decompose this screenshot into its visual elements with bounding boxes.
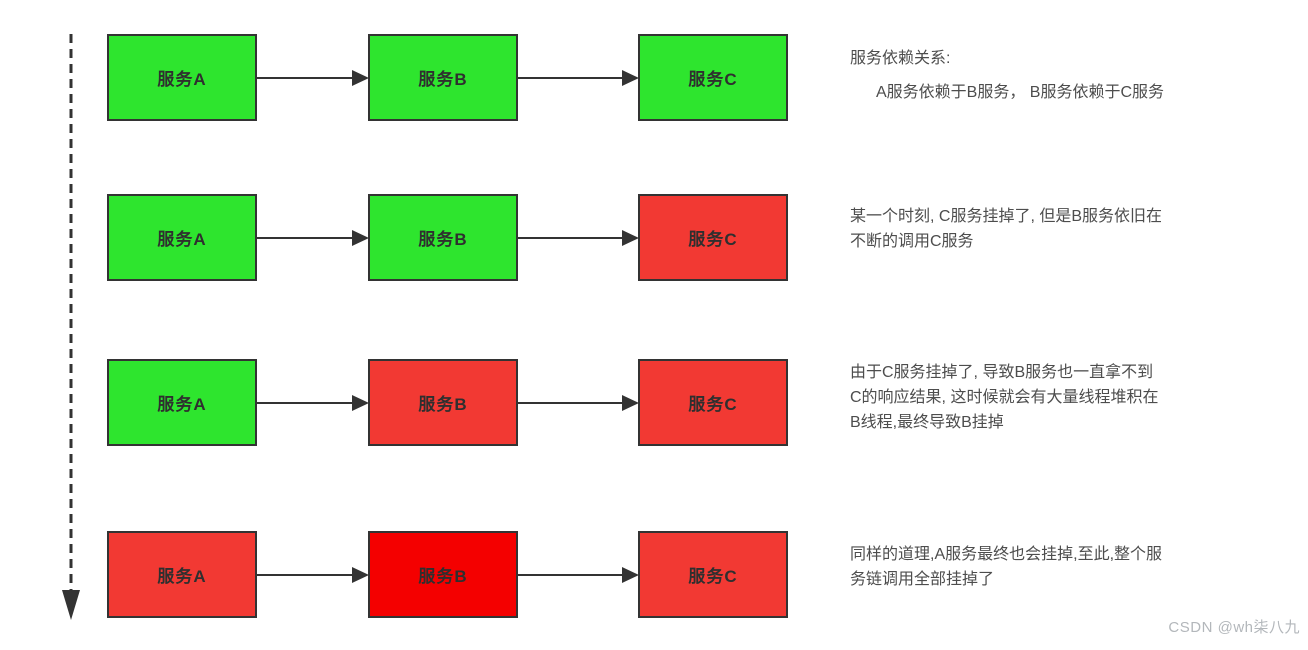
- service-b-box: 服务B: [368, 359, 518, 446]
- service-b-label: 服务B: [418, 567, 468, 586]
- annotation-line: 同样的道理,A服务最终也会挂掉,至此,整个服: [850, 546, 1163, 563]
- annotation-line: B线程,最终导致B挂掉: [850, 414, 1004, 431]
- service-b-box: 服务B: [368, 531, 518, 618]
- service-c-label: 服务C: [688, 567, 738, 586]
- service-b-box: 服务B: [368, 34, 518, 121]
- service-row-2: 服务A 服务B 服务C 某一个时刻, C服务挂掉了, 但是B服务依旧在 不断的调…: [0, 194, 1308, 281]
- timeline-down-arrow-icon: [62, 34, 80, 620]
- service-a-label: 服务A: [157, 395, 207, 414]
- arrow-a-to-b-icon: [257, 194, 369, 281]
- arrow-b-to-c-icon: [517, 531, 639, 618]
- row-annotation: 由于C服务挂掉了, 导致B服务也一直拿不到 C的响应结果, 这时候就会有大量线程…: [850, 360, 1270, 435]
- arrow-a-to-b-icon: [257, 531, 369, 618]
- service-c-label: 服务C: [688, 70, 738, 89]
- annotation-line: 某一个时刻, C服务挂掉了, 但是B服务依旧在: [850, 208, 1163, 225]
- arrow-a-to-b-icon: [257, 359, 369, 446]
- service-c-box: 服务C: [638, 34, 788, 121]
- arrow-b-to-c-icon: [517, 359, 639, 446]
- service-a-box: 服务A: [107, 359, 257, 446]
- service-a-box: 服务A: [107, 531, 257, 618]
- arrow-a-to-b-icon: [257, 34, 369, 121]
- service-b-box: 服务B: [368, 194, 518, 281]
- service-b-label: 服务B: [418, 70, 468, 89]
- service-a-label: 服务A: [157, 70, 207, 89]
- arrow-b-to-c-icon: [517, 194, 639, 281]
- annotation-line: A服务依赖于B服务， B服务依赖于C服务: [876, 84, 1165, 101]
- row-annotation: 同样的道理,A服务最终也会挂掉,至此,整个服 务链调用全部挂掉了: [850, 542, 1270, 592]
- annotation-line: 不断的调用C服务: [850, 233, 974, 250]
- annotation-line: C的响应结果, 这时候就会有大量线程堆积在: [850, 389, 1159, 406]
- annotation-line: 服务依赖关系:: [850, 50, 951, 67]
- row-annotation: 服务依赖关系: A服务依赖于B服务， B服务依赖于C服务: [850, 46, 1270, 105]
- arrow-b-to-c-icon: [517, 34, 639, 121]
- service-b-label: 服务B: [418, 395, 468, 414]
- service-c-box: 服务C: [638, 531, 788, 618]
- service-c-label: 服务C: [688, 230, 738, 249]
- service-c-label: 服务C: [688, 395, 738, 414]
- annotation-line: 务链调用全部挂掉了: [850, 571, 995, 588]
- service-row-1: 服务A 服务B 服务C 服务依赖关系: A服务依赖于B服务， B服务依赖于C服务: [0, 34, 1308, 121]
- service-c-box: 服务C: [638, 194, 788, 281]
- service-a-label: 服务A: [157, 567, 207, 586]
- row-annotation: 某一个时刻, C服务挂掉了, 但是B服务依旧在 不断的调用C服务: [850, 204, 1270, 254]
- service-c-box: 服务C: [638, 359, 788, 446]
- annotation-line: 由于C服务挂掉了, 导致B服务也一直拿不到: [850, 364, 1154, 381]
- service-a-box: 服务A: [107, 194, 257, 281]
- service-a-label: 服务A: [157, 230, 207, 249]
- service-b-label: 服务B: [418, 230, 468, 249]
- service-a-box: 服务A: [107, 34, 257, 121]
- csdn-watermark: CSDN @wh柒八九: [1168, 619, 1300, 636]
- service-row-4: 服务A 服务B 服务C 同样的道理,A服务最终也会挂掉,至此,整个服 务链调用全…: [0, 531, 1308, 618]
- service-row-3: 服务A 服务B 服务C 由于C服务挂掉了, 导致B服务也一直拿不到 C的响应结果…: [0, 359, 1308, 446]
